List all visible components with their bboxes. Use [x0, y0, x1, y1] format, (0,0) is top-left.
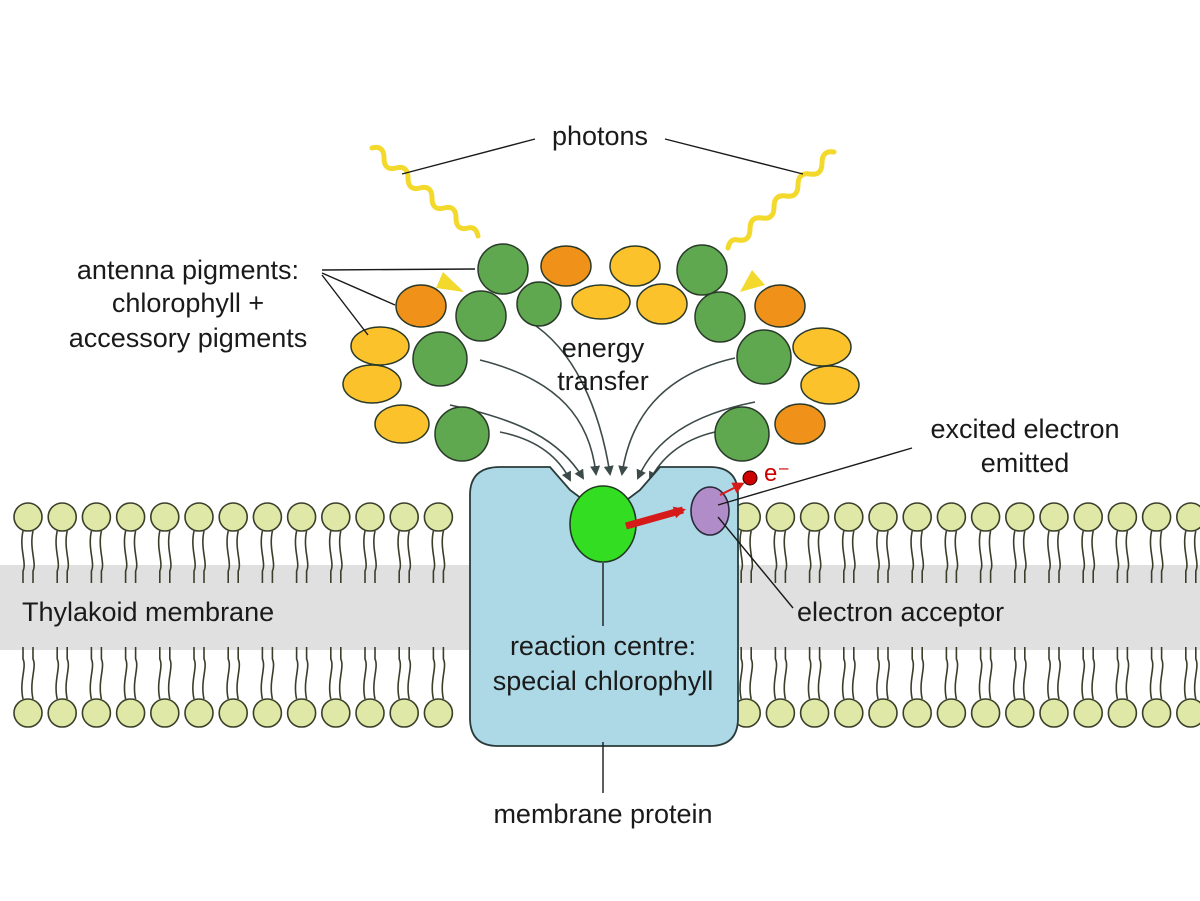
- phospholipid-icon: [765, 647, 796, 728]
- accessory-pigment: [774, 403, 826, 445]
- phospholipid-icon: [218, 502, 248, 583]
- photon-icon-left: [369, 145, 481, 292]
- accessory-pigment: [754, 284, 806, 328]
- phospholipid-icon: [320, 647, 351, 728]
- phospholipid-icon: [81, 647, 112, 728]
- phospholipid-icon: [389, 502, 420, 583]
- energy-transfer-label-line2: transfer: [557, 366, 649, 396]
- phospholipid-icon: [936, 647, 967, 728]
- phospholipid-icon: [833, 647, 864, 728]
- phospholipid-icon: [1073, 647, 1103, 728]
- phospholipid-icon: [936, 502, 967, 583]
- phospholipid-icon: [1039, 647, 1069, 728]
- accessory-pigment: [540, 245, 592, 287]
- accessory-pigment: [571, 284, 631, 320]
- phospholipid-icon: [252, 647, 283, 728]
- excited-electron-label-line1: excited electron: [930, 414, 1119, 444]
- chlorophyll-pigment: [477, 243, 529, 295]
- electron-acceptor-label: electron acceptor: [797, 597, 1004, 627]
- phospholipid-icon: [286, 502, 317, 583]
- phospholipid-icon: [355, 647, 385, 728]
- phospholipid-icon: [218, 647, 248, 728]
- phospholipid-icon: [1176, 647, 1200, 728]
- antenna-label-line2: chlorophyll +: [112, 288, 264, 318]
- electron-emission-arrow: [719, 482, 745, 496]
- phospholipid-icon: [970, 502, 1001, 583]
- chlorophyll-pigment: [714, 406, 770, 462]
- phospholipid-icon: [1176, 502, 1200, 583]
- phospholipid-icon: [423, 502, 454, 583]
- photons-label: photons: [552, 121, 648, 151]
- phospholipid-icon: [252, 502, 283, 583]
- phospholipid-icon: [799, 502, 830, 583]
- antenna-pigments: [342, 243, 860, 462]
- phospholipid-icon: [1107, 647, 1138, 728]
- phospholipid-icon: [184, 502, 214, 583]
- chlorophyll-pigment: [412, 331, 468, 387]
- phospholipid-icon: [1004, 647, 1035, 728]
- phospholipid-icon: [1141, 647, 1172, 728]
- phospholipid-icon: [115, 502, 146, 583]
- phospholipid-icon: [47, 502, 78, 583]
- phospholipid-icon: [970, 647, 1001, 728]
- phospholipid-icon: [389, 647, 420, 728]
- phospholipid-icon: [1004, 502, 1035, 583]
- phospholipid-icon: [833, 502, 864, 583]
- membrane-label: Thylakoid membrane: [22, 597, 274, 627]
- phospholipid-icon: [868, 647, 898, 728]
- phospholipid-icon: [1107, 502, 1138, 583]
- phospholipid-icon: [286, 647, 317, 728]
- phospholipid-icon: [81, 502, 112, 583]
- leader-lines: [321, 138, 913, 793]
- antenna-label-line1: antenna pigments:: [77, 255, 299, 285]
- phospholipid-icon: [1039, 502, 1069, 583]
- chlorophyll-pigment: [455, 290, 507, 342]
- phospholipid-icon: [13, 647, 43, 728]
- chlorophyll-pigment: [676, 244, 728, 296]
- lipid-bilayer: [13, 502, 1200, 728]
- antenna-label-line3: accessory pigments: [69, 323, 308, 353]
- reaction-centre-label-line2: special chlorophyll: [493, 666, 714, 696]
- electron-symbol: e⁻: [764, 460, 790, 487]
- accessory-pigment: [395, 284, 447, 328]
- accessory-pigment: [374, 404, 430, 444]
- phospholipid-icon: [1141, 502, 1172, 583]
- phospholipid-icon: [150, 647, 180, 728]
- phospholipid-icon: [423, 647, 454, 728]
- accessory-pigment: [800, 365, 860, 405]
- phospholipid-icon: [184, 647, 214, 728]
- accessory-pigment: [342, 364, 402, 404]
- excited-electron-label-line2: emitted: [981, 448, 1070, 478]
- accessory-pigment: [350, 326, 410, 366]
- phospholipid-icon: [902, 647, 933, 728]
- photon-icon-right: [725, 149, 837, 292]
- reaction-centre-label-line1: reaction centre:: [510, 631, 696, 661]
- phospholipid-icon: [1073, 502, 1103, 583]
- membrane-protein-label: membrane protein: [493, 799, 712, 829]
- accessory-pigment: [636, 283, 688, 325]
- electron-icon: [742, 470, 758, 486]
- phospholipid-icon: [320, 502, 351, 583]
- phospholipid-icon: [355, 502, 385, 583]
- phospholipid-icon: [799, 647, 830, 728]
- phospholipid-icon: [115, 647, 146, 728]
- electron-transfer-arrow: [625, 506, 686, 530]
- phospholipid-icon: [47, 647, 78, 728]
- chlorophyll-pigment: [434, 406, 490, 462]
- energy-transfer-label-line1: energy: [562, 333, 645, 363]
- membrane-protein: [469, 466, 739, 747]
- phospholipid-icon: [13, 502, 43, 583]
- chlorophyll-pigment: [516, 281, 562, 327]
- phospholipid-icon: [150, 502, 180, 583]
- phospholipid-icon: [868, 502, 898, 583]
- chlorophyll-pigment: [736, 329, 792, 385]
- accessory-pigment: [609, 245, 661, 287]
- chlorophyll-pigment: [694, 291, 746, 343]
- phospholipid-icon: [902, 502, 933, 583]
- electron-acceptor: [690, 486, 730, 536]
- accessory-pigment: [792, 327, 852, 367]
- phospholipid-icon: [765, 502, 796, 583]
